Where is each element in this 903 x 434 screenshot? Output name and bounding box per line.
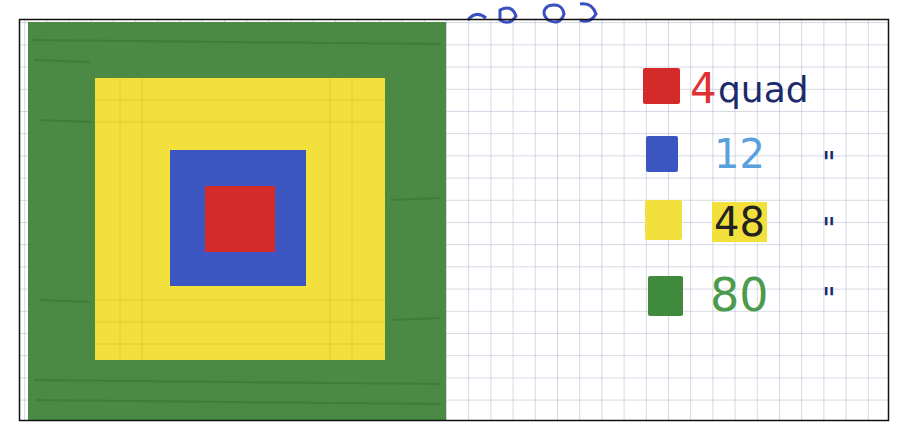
unit-word: quad bbox=[718, 72, 809, 108]
legend-swatch bbox=[643, 68, 680, 104]
yellow-square bbox=[95, 78, 385, 360]
legend-swatch bbox=[648, 276, 683, 316]
legend-swatch bbox=[646, 136, 678, 172]
frame bbox=[20, 20, 889, 421]
ditto-mark: " bbox=[822, 214, 836, 244]
yellow-grid-show-through bbox=[95, 78, 385, 360]
green-square bbox=[28, 22, 446, 420]
crayon-texture bbox=[32, 40, 440, 404]
ditto-mark: " bbox=[822, 148, 836, 178]
legend-swatch bbox=[645, 200, 682, 240]
count-number: 48 bbox=[712, 202, 767, 242]
red-square bbox=[205, 186, 275, 252]
blue-square bbox=[170, 150, 306, 286]
count-number: 80 bbox=[708, 272, 771, 318]
ditto-mark: " bbox=[822, 284, 836, 314]
grid bbox=[20, 20, 888, 420]
count-number: 12 bbox=[712, 134, 767, 174]
count-number: 4 bbox=[688, 68, 719, 110]
